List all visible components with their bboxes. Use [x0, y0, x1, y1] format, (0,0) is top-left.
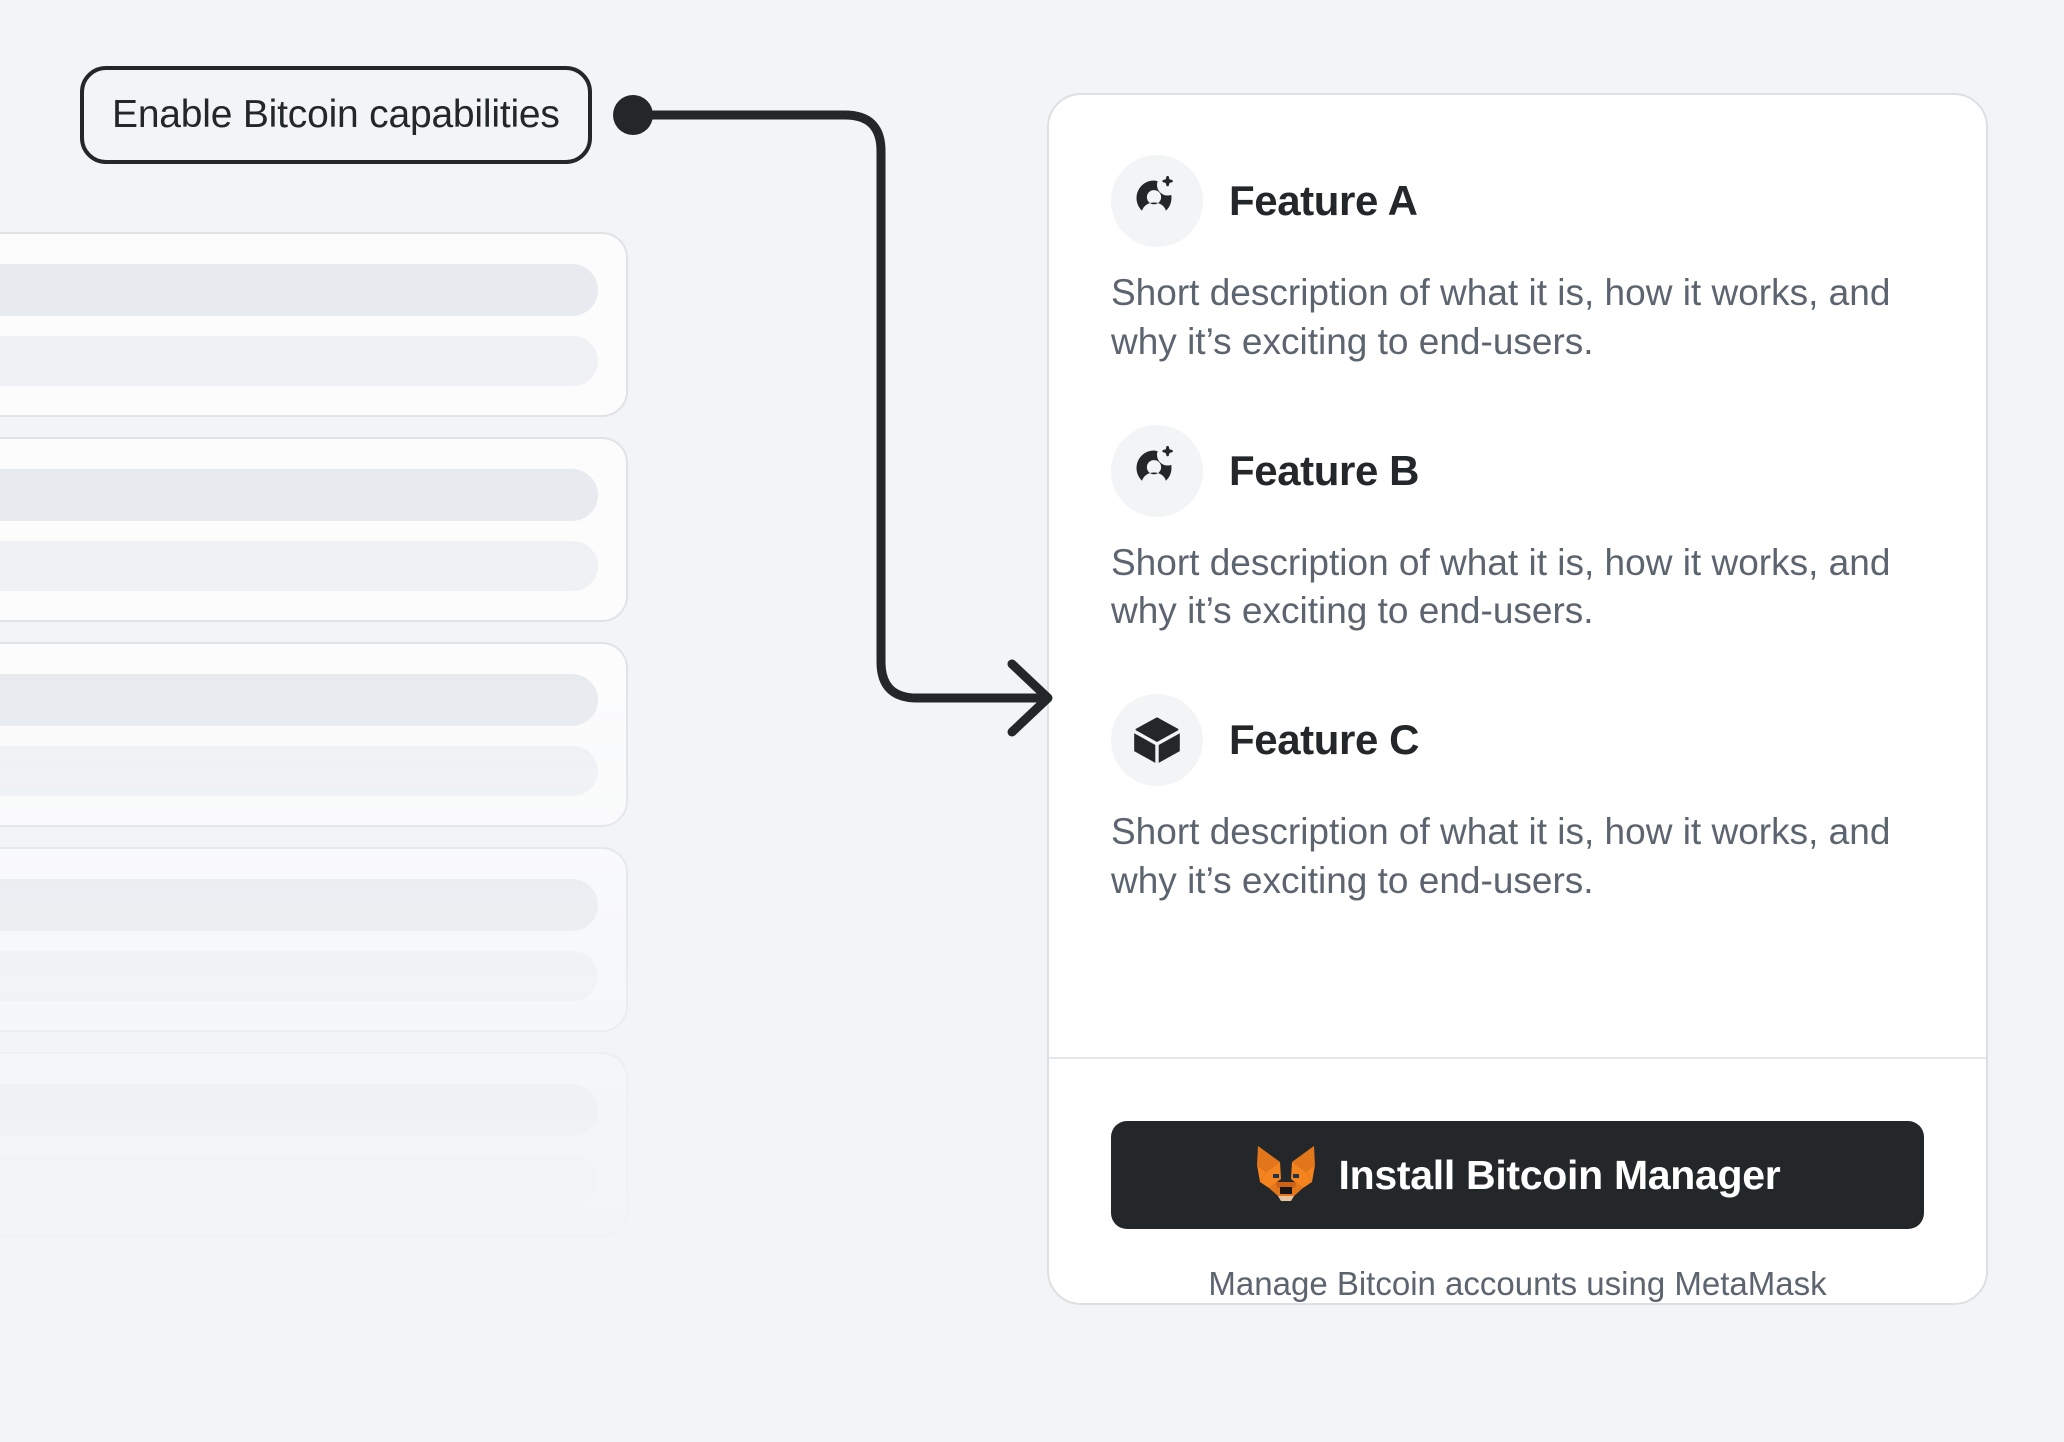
install-caption: Manage Bitcoin accounts using MetaMask — [1208, 1265, 1827, 1302]
feature-card: Feature A Short description of what it i… — [1047, 93, 1988, 1305]
add-user-icon — [1111, 424, 1203, 517]
skeleton-bar-primary — [0, 264, 598, 316]
skeleton-card — [0, 1257, 628, 1442]
skeleton-bar-primary — [0, 469, 598, 521]
skeleton-bar-primary — [0, 674, 598, 726]
skeleton-card — [0, 642, 628, 827]
skeleton-card — [0, 232, 628, 417]
feature-title: Feature B — [1229, 446, 1420, 494]
feature-list: Feature A Short description of what it i… — [1049, 95, 1986, 1057]
feature-row: Feature A — [1111, 155, 1924, 247]
feature-title: Feature C — [1229, 716, 1420, 764]
skeleton-card — [0, 847, 628, 1032]
connector-anchor-dot — [613, 95, 653, 135]
install-bitcoin-manager-button[interactable]: Install Bitcoin Manager — [1111, 1121, 1924, 1229]
connector-arrowhead-icon — [1007, 659, 1053, 737]
feature-title: Feature A — [1229, 177, 1418, 224]
add-user-icon — [1111, 155, 1203, 247]
feature-description: Short description of what it is, how it … — [1111, 811, 1891, 902]
feature-description: Short description of what it is, how it … — [1111, 541, 1891, 632]
feature-description: Short description of what it is, how it … — [1111, 272, 1891, 362]
card-footer: Install Bitcoin Manager Manage Bitcoin a… — [1049, 1059, 1986, 1303]
connector-line — [631, 110, 1051, 703]
cube-icon — [1111, 694, 1203, 787]
card-divider — [1049, 1057, 1986, 1059]
skeleton-bar-primary — [0, 1289, 598, 1341]
skeleton-bar-secondary — [0, 746, 598, 796]
skeleton-bar-primary — [0, 879, 598, 931]
install-button-label: Install Bitcoin Manager — [1338, 1151, 1781, 1198]
skeleton-bar-secondary — [0, 1361, 598, 1411]
annotation-label: Enable Bitcoin capabilities — [112, 93, 560, 136]
skeleton-bar-secondary — [0, 951, 598, 1001]
annotation-callout: Enable Bitcoin capabilities — [80, 66, 592, 164]
skeleton-card — [0, 1052, 628, 1237]
skeleton-bar-secondary — [0, 1156, 598, 1206]
skeleton-card-list — [0, 232, 630, 1442]
metamask-fox-icon — [1255, 1145, 1317, 1206]
feature-row: Feature C — [1111, 694, 1924, 787]
skeleton-bar-secondary — [0, 541, 598, 591]
feature-row: Feature B — [1111, 424, 1924, 517]
skeleton-card — [0, 437, 628, 622]
skeleton-bar-primary — [0, 1084, 598, 1136]
skeleton-bar-secondary — [0, 336, 598, 386]
